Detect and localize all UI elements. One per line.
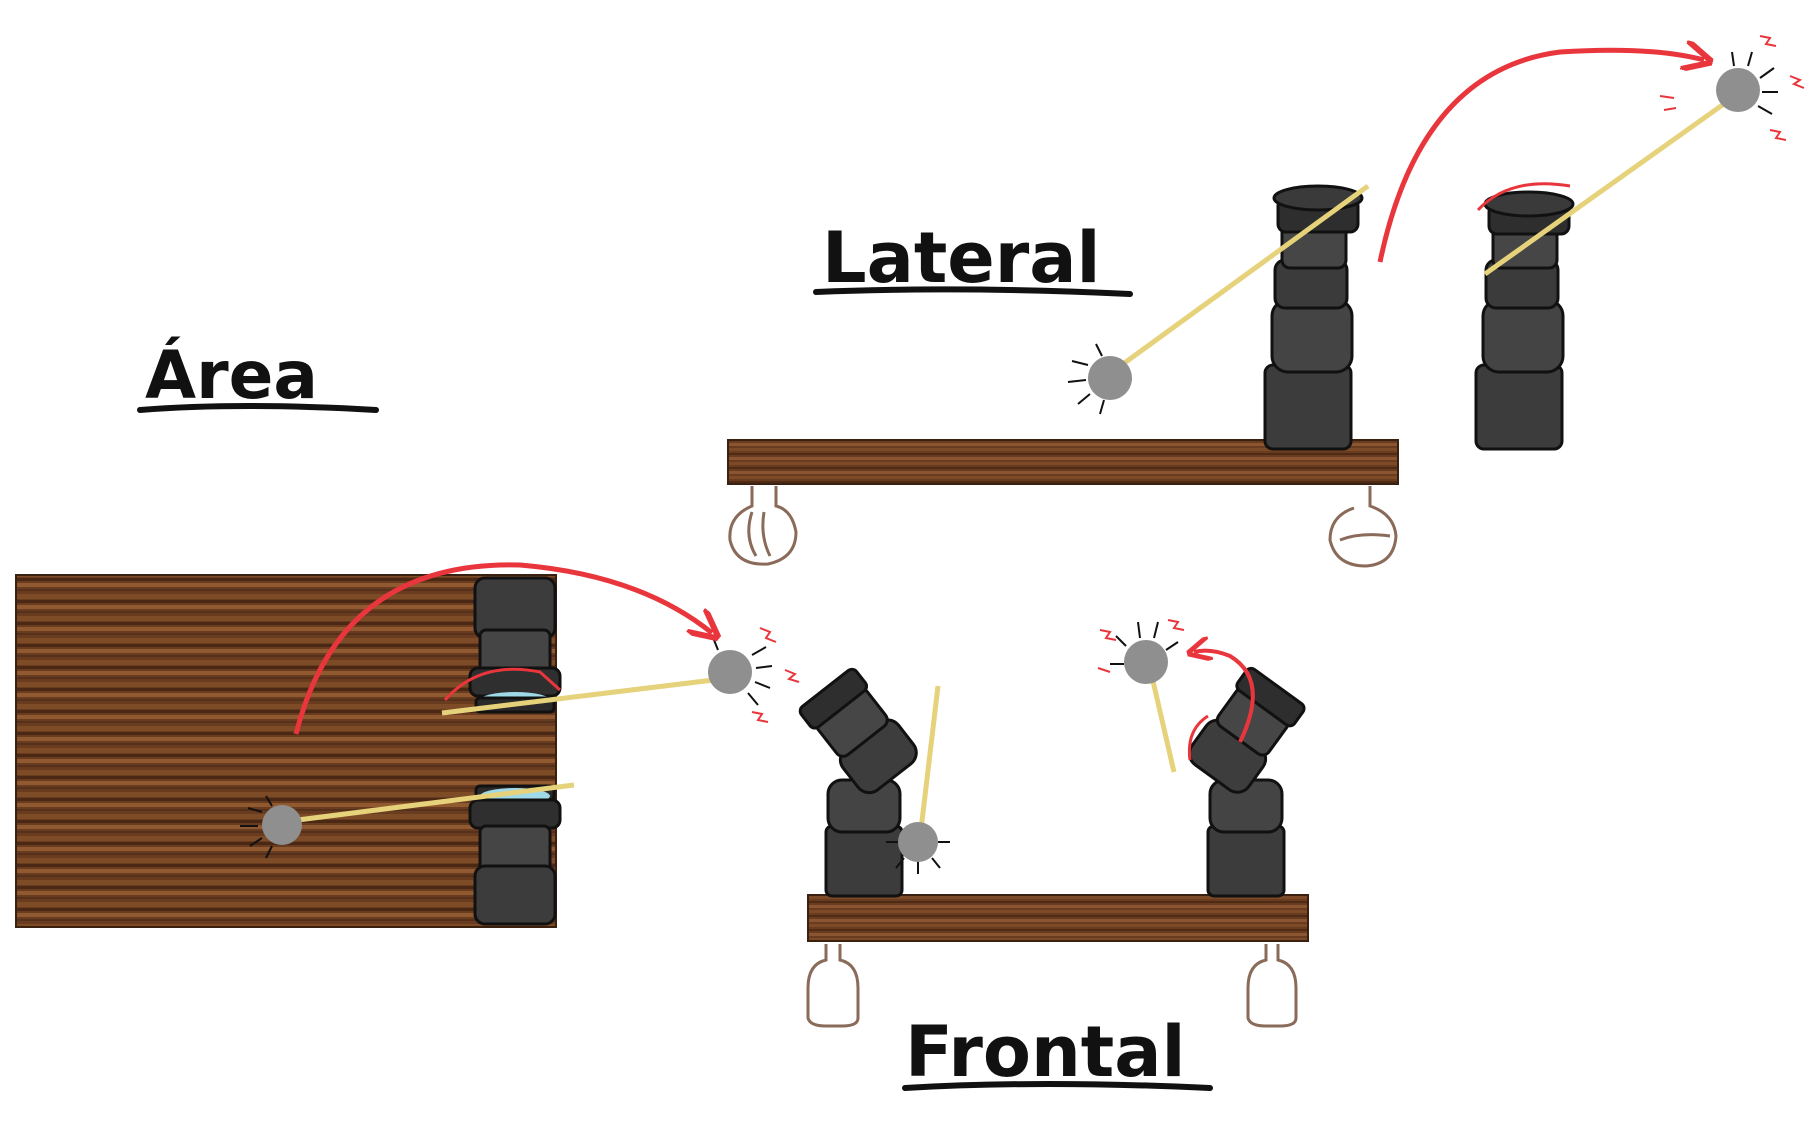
frontal-ball-left [886, 822, 950, 874]
lateral-wheel-right [1328, 486, 1398, 568]
label-frontal: Frontal [902, 1011, 1213, 1093]
area-cannon-top [468, 576, 562, 714]
area-top-view [15, 562, 800, 928]
lateral-ball-2 [1659, 35, 1805, 141]
area-stick-top [441, 675, 731, 716]
area-wood-board [15, 574, 557, 928]
lateral-rotation-hint [1476, 182, 1571, 212]
frontal-wheel-left [806, 944, 860, 1028]
lateral-stick-2 [1483, 93, 1737, 277]
area-cannon-bottom [468, 784, 562, 926]
frontal-stick-left [917, 685, 941, 839]
lateral-cannon-2 [1474, 190, 1575, 451]
lateral-label-text: Lateral [822, 217, 1101, 299]
area-ball-rest [240, 795, 302, 859]
area-rotation-hint [443, 667, 562, 701]
frontal-wood-board [807, 894, 1309, 942]
label-area: Área [137, 336, 379, 414]
area-motion-arc [293, 562, 712, 735]
frontal-ball-right [1097, 619, 1185, 684]
frontal-front-view [798, 619, 1309, 1028]
lateral-cannon-1 [1263, 184, 1364, 451]
lateral-side-view [727, 35, 1805, 568]
frontal-stick-right [1147, 667, 1177, 773]
area-ball-flying [708, 627, 800, 723]
lateral-motion-arc [1377, 50, 1704, 263]
frontal-wheel-right [1246, 944, 1298, 1028]
frontal-cannon-right [1187, 666, 1306, 898]
frontal-motion-arc [1194, 651, 1255, 743]
lateral-wheel-left [728, 486, 798, 566]
area-stick-bottom [281, 782, 575, 825]
label-lateral: Lateral [813, 217, 1133, 299]
frontal-label-text: Frontal [905, 1011, 1185, 1093]
lateral-ball-1 [1067, 343, 1132, 415]
area-label-text: Área [145, 336, 318, 414]
frontal-cannon-left [798, 667, 918, 898]
lateral-stick-1 [1110, 183, 1370, 375]
frontal-rotation-hint [1187, 714, 1209, 761]
